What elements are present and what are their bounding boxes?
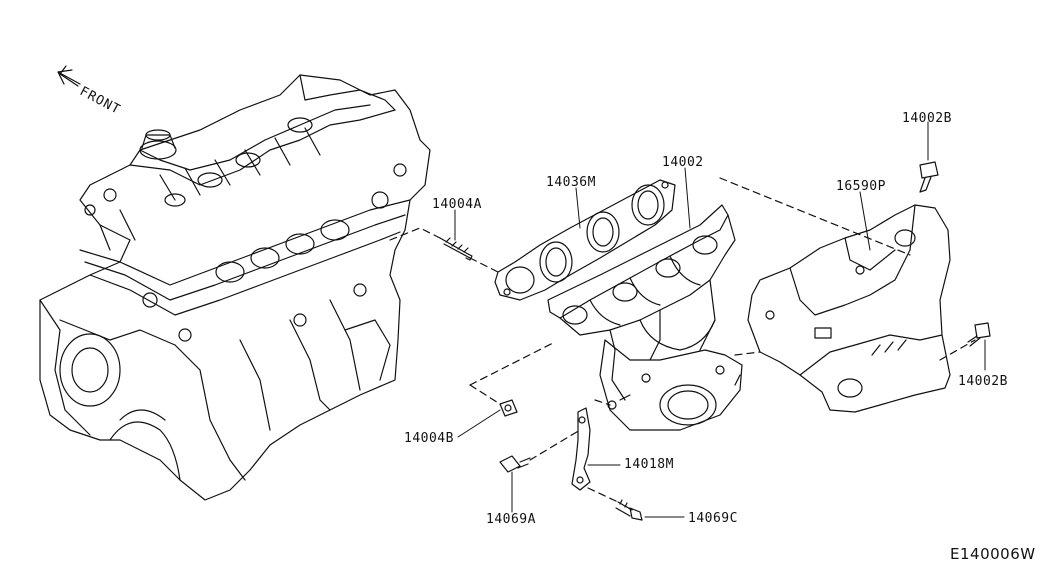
callout-14036m: 14036M [546, 175, 596, 190]
callout-14069a: 14069A [486, 512, 536, 527]
callout-14002: 14002 [662, 155, 704, 170]
callout-14004b: 14004B [404, 431, 454, 446]
exhaust-manifold-14002 [547, 204, 743, 431]
callout-14004a: 14004A [432, 197, 482, 212]
bolt-14004b [499, 399, 518, 417]
heat-insulator-16590p [747, 204, 951, 413]
callout-16590p: 16590P [836, 179, 886, 194]
bracket-14018m [571, 407, 591, 491]
bolt-14002b-upper [919, 161, 939, 193]
assembly-lines [389, 177, 976, 503]
callout-14069c: 14069C [688, 511, 738, 526]
callout-14002b-upper: 14002B [902, 111, 952, 126]
stud-14069c [615, 499, 643, 521]
engine-block [39, 74, 431, 501]
bolt-14002b-lower [967, 322, 991, 347]
callout-14018m: 14018M [624, 457, 674, 472]
leader-lines [454, 121, 986, 518]
callout-14002b-lower: 14002B [958, 374, 1008, 389]
front-arrow-icon [57, 65, 81, 87]
diagram-code: E140006W [950, 545, 1036, 563]
bolt-14069a [499, 455, 531, 473]
stud-14004a [439, 237, 473, 261]
gasket-14036m [494, 179, 676, 301]
